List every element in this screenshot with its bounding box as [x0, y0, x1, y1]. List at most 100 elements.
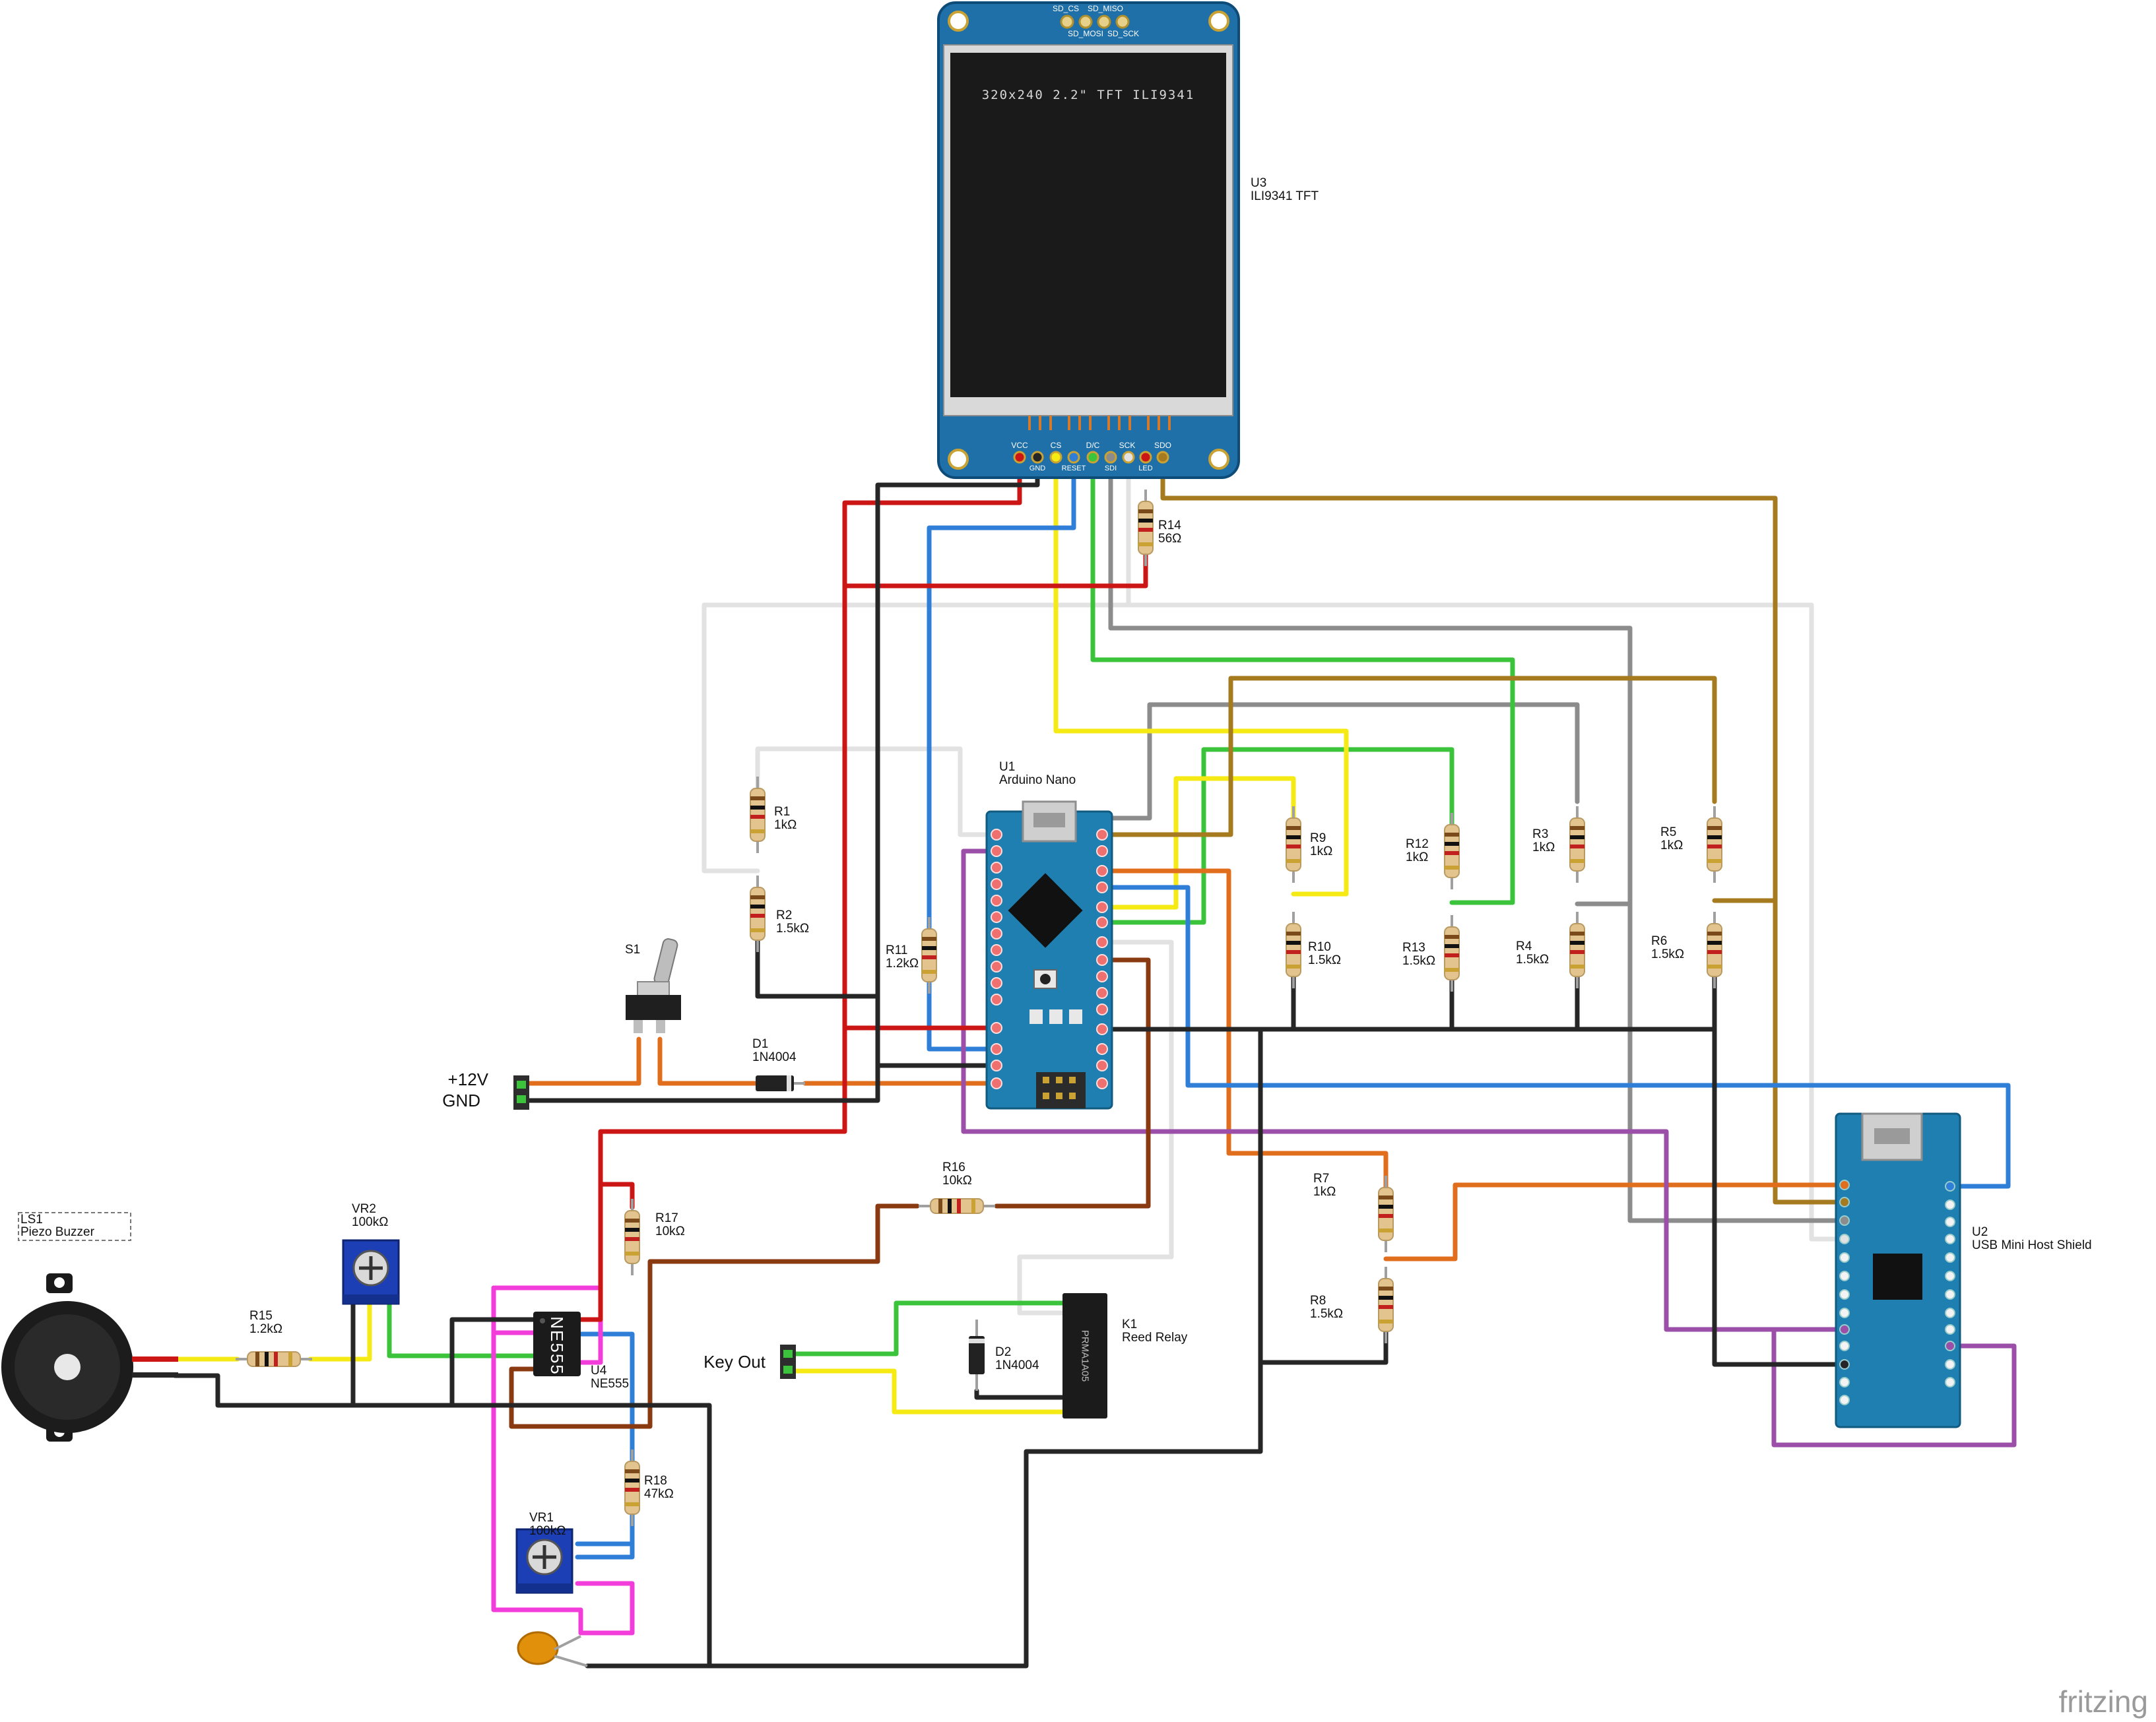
wire-orange-r7r8[interactable]: [1383, 1182, 1847, 1261]
tft-flex-traces: [1028, 416, 1171, 430]
resistor-r2[interactable]: [749, 874, 766, 953]
wire-pink-555b[interactable]: [491, 1285, 583, 1636]
wire-black-gnd-down[interactable]: [585, 1027, 1263, 1669]
wire-pink-vr1[interactable]: [575, 1581, 635, 1636]
wire-blue-usb-int[interactable]: [1099, 885, 2011, 1189]
wire-black-tft-gnd[interactable]: [755, 453, 1040, 999]
r4-value: 1.5kΩ: [1516, 953, 1549, 967]
r6-ref: R6: [1651, 934, 1667, 948]
r9-ref: R9: [1310, 831, 1326, 845]
wire-white-r1[interactable]: [755, 746, 999, 837]
resistor-r14[interactable]: [1137, 488, 1154, 567]
resistor-r4[interactable]: [1569, 910, 1586, 990]
wire-white-relay[interactable]: [1017, 940, 1174, 1316]
resistor-r10[interactable]: [1285, 910, 1302, 990]
wire-orange-power[interactable]: [522, 1036, 641, 1086]
arduino-nano[interactable]: [985, 800, 1113, 1110]
pot-vr2[interactable]: [343, 1240, 399, 1304]
wire-black-nano-gnd[interactable]: [875, 994, 999, 1068]
fritzing-logo: fritzing: [2059, 1684, 2148, 1719]
tft-screen-text: 320x240 2.2" TFT ILI9341: [982, 88, 1195, 102]
switch-ref: S1: [625, 943, 640, 957]
resistor-r1[interactable]: [749, 775, 766, 854]
r14-ref: R14: [1158, 519, 1181, 532]
r4-ref: R4: [1516, 940, 1532, 953]
wire-orange-d1[interactable]: [657, 1036, 760, 1086]
resistor-r9[interactable]: [1285, 805, 1302, 884]
resistor-r17[interactable]: [624, 1197, 641, 1277]
wire-gray-tft[interactable]: [1108, 453, 1847, 1223]
tft-sd-pads: [1060, 15, 1130, 29]
tft-pin-gnd: GND: [1029, 464, 1046, 472]
wire-white-usb[interactable]: [1809, 602, 1847, 1242]
tft-pin-sck: SCK: [1119, 441, 1136, 450]
vr1-value: 100kΩ: [529, 1524, 566, 1538]
diode-d2[interactable]: [969, 1320, 985, 1391]
ne555-chip-text: NE555: [547, 1316, 567, 1376]
resistor-r5[interactable]: [1706, 805, 1723, 884]
relay-ref: K1: [1122, 1318, 1137, 1331]
wire-black-555-gnd[interactable]: [449, 1317, 536, 1408]
wire-yellow-vr2[interactable]: [308, 1300, 372, 1362]
diode-d1[interactable]: [756, 1075, 805, 1091]
ne555-timer[interactable]: NE555: [533, 1312, 581, 1376]
wire-red-tft-vcc[interactable]: [578, 453, 1022, 1322]
tft-pin-cs: CS: [1051, 441, 1062, 450]
wire-green-r12[interactable]: [1099, 747, 1454, 925]
r16-ref: R16: [942, 1161, 965, 1174]
wire-gold-tft-sdo[interactable]: [1160, 453, 1847, 1205]
resistor-r11[interactable]: [921, 916, 938, 995]
reed-relay[interactable]: PRMA1A05: [1062, 1293, 1107, 1419]
r10-ref: R10: [1308, 940, 1331, 954]
wire-black-r6[interactable]: [1712, 971, 1847, 1367]
wire-blue-555[interactable]: [575, 1331, 635, 1560]
capacitor[interactable]: [517, 1631, 588, 1667]
toggle-switch[interactable]: [626, 938, 681, 1033]
wire-blue-tft-reset[interactable]: [927, 453, 1076, 940]
resistor-r18[interactable]: [624, 1448, 641, 1527]
wire-gray-r3[interactable]: [1099, 702, 1580, 821]
wire-black-buzzer-gnd[interactable]: [172, 1373, 712, 1669]
resistor-r6[interactable]: [1706, 910, 1723, 990]
wire-blue-r11[interactable]: [927, 974, 999, 1052]
wire-red-r17[interactable]: [598, 1182, 635, 1210]
resistor-r7[interactable]: [1377, 1174, 1394, 1254]
wire-green-vr2[interactable]: [387, 1300, 536, 1358]
ne555-name: NE555: [591, 1377, 629, 1391]
wire-green-keyout[interactable]: [786, 1300, 1065, 1356]
wire-black-power-gnd[interactable]: [522, 1063, 880, 1103]
resistor-r8[interactable]: [1377, 1265, 1394, 1345]
wire-yellow-tft-cs[interactable]: [1053, 453, 1349, 897]
piezo-buzzer[interactable]: [1, 1273, 178, 1442]
wire-brown-r16[interactable]: [994, 957, 1151, 1209]
pot-vr1[interactable]: [517, 1529, 572, 1593]
resistor-r3[interactable]: [1569, 805, 1586, 884]
d2-ref: D2: [995, 1345, 1011, 1359]
key-out-connector[interactable]: [780, 1345, 796, 1379]
wire-yellow-r9[interactable]: [1099, 776, 1296, 910]
wire-gold-r5[interactable]: [1099, 676, 1717, 837]
resistor-r15[interactable]: [234, 1351, 313, 1368]
wire-yellow-keyout[interactable]: [786, 1368, 1065, 1415]
wire-pink-555a[interactable]: [491, 1285, 603, 1365]
usb-host-shield[interactable]: [1835, 1112, 1961, 1428]
wire-black-relay[interactable]: [974, 1388, 1065, 1400]
wire-orange-d12[interactable]: [1099, 868, 1388, 1190]
tft-display[interactable]: 320x240 2.2" TFT ILI9341 SD_CS SD_MISO S…: [937, 1, 1240, 479]
buzzer-name: Piezo Buzzer: [20, 1225, 95, 1239]
wire-brown-r16-left[interactable]: [509, 1203, 920, 1429]
resistor-r13[interactable]: [1443, 914, 1460, 993]
power-connector[interactable]: [513, 1075, 529, 1110]
tft-sd-label-cs: SD_CS: [1053, 4, 1079, 13]
wire-purple-nano[interactable]: [961, 848, 1847, 1332]
wire-purple-usb-reset[interactable]: [1771, 1327, 2017, 1448]
r11-value: 1.2kΩ: [886, 957, 919, 971]
resistor-r12[interactable]: [1443, 812, 1460, 891]
r8-ref: R8: [1310, 1294, 1326, 1308]
wire-green-tft-dc[interactable]: [1090, 453, 1515, 905]
resistor-r16[interactable]: [917, 1197, 996, 1215]
wire-white-loop-left[interactable]: [702, 602, 760, 874]
wire-black-r8[interactable]: [1258, 1327, 1388, 1365]
wire-red-led[interactable]: [842, 552, 1148, 589]
